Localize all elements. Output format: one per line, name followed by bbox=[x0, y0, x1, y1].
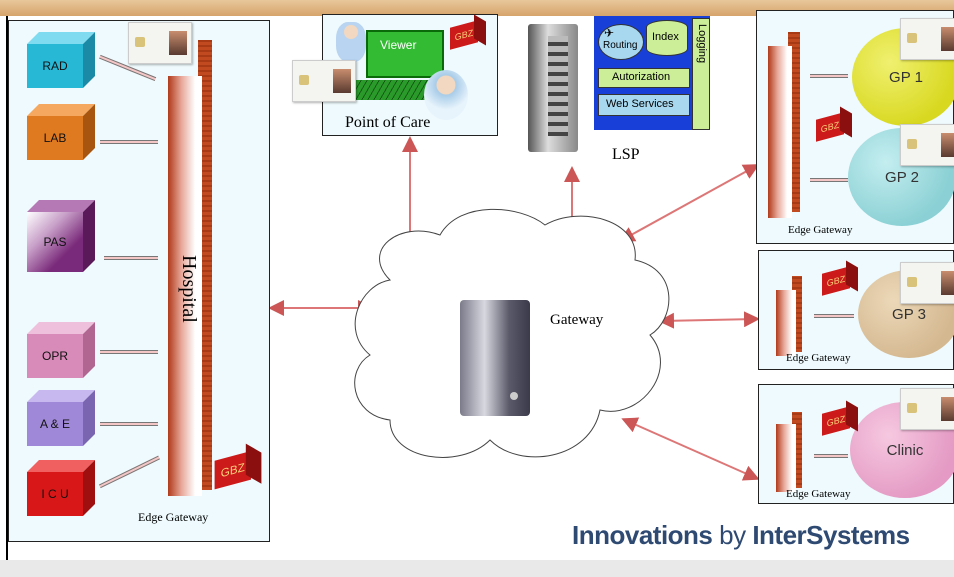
routing-icon: ✈ bbox=[604, 26, 615, 40]
ae-system: A & E bbox=[27, 390, 95, 446]
lsp-server-front bbox=[548, 36, 568, 136]
logging-label: Logging bbox=[696, 24, 708, 64]
brand-innovations: Innovations bbox=[572, 520, 713, 550]
gp2-link-arrow bbox=[804, 176, 854, 182]
web-services-box bbox=[598, 94, 690, 116]
pas-label: PAS bbox=[43, 235, 67, 249]
bottom-banner bbox=[0, 560, 954, 577]
hospital-gbz-device: GBZ bbox=[214, 443, 262, 490]
point-of-care-label: Point of Care bbox=[345, 114, 431, 131]
gateway-label: Gateway bbox=[550, 312, 604, 328]
routing-label: Routing bbox=[603, 40, 638, 51]
viewer-label: Viewer bbox=[380, 38, 417, 52]
hospital-edge-gateway-bus bbox=[168, 40, 214, 496]
gateway-server-light bbox=[510, 392, 518, 400]
lsp-label: LSP bbox=[612, 146, 640, 163]
top-banner bbox=[0, 0, 954, 16]
link-gp3-gateway bbox=[658, 311, 760, 329]
link-clinic-gateway bbox=[621, 417, 760, 481]
intersystems-branding: Innovations by InterSystems bbox=[572, 520, 910, 551]
clinic-gbz-device: GBZ bbox=[822, 400, 858, 436]
gp3-edge-gateway-label: Edge Gateway bbox=[786, 352, 851, 364]
pas-system: PAS bbox=[27, 200, 95, 272]
hospital-edge-gateway-label: Edge Gateway bbox=[138, 510, 209, 524]
clinic-edge-gateway-label: Edge Gateway bbox=[786, 488, 851, 500]
gp2-patient-card bbox=[900, 124, 954, 166]
gateway-server bbox=[460, 300, 530, 416]
logging-box bbox=[692, 18, 710, 130]
lab-link-arrow bbox=[94, 138, 164, 144]
gp1-patient-card bbox=[900, 18, 954, 60]
gp3-link-arrow bbox=[808, 312, 860, 318]
clinic-link-arrow bbox=[808, 452, 854, 458]
opr-system: OPR bbox=[27, 322, 95, 378]
rad-system: RAD bbox=[27, 32, 95, 88]
brand-intersystems: InterSystems bbox=[752, 520, 910, 550]
icu-system: I C U bbox=[27, 460, 95, 516]
opr-link-arrow bbox=[94, 348, 164, 354]
clinic-patient-card bbox=[900, 388, 954, 430]
index-db bbox=[646, 20, 688, 56]
routing-node bbox=[598, 24, 644, 60]
lab-system: LAB bbox=[27, 104, 95, 160]
authorization-box bbox=[598, 68, 690, 88]
gp3-gbz-device: GBZ bbox=[822, 260, 858, 296]
ae-link-arrow bbox=[94, 420, 164, 426]
lab-label: LAB bbox=[43, 131, 67, 145]
clinic-edge-gateway-bus bbox=[776, 412, 804, 492]
left-border bbox=[6, 16, 8, 566]
gp3-edge-gateway-bus bbox=[776, 276, 804, 356]
index-label: Index bbox=[652, 31, 679, 43]
rad-label: RAD bbox=[42, 59, 68, 73]
doctor-figure bbox=[424, 70, 468, 120]
gp3-patient-card bbox=[900, 262, 954, 304]
pas-link-arrow bbox=[98, 254, 164, 260]
gp-edge-gateway-bus bbox=[768, 32, 802, 218]
brand-by: by bbox=[712, 520, 753, 550]
link-gp-gateway bbox=[618, 164, 760, 242]
poc-patient-card bbox=[292, 60, 356, 102]
gp-gbz-device: GBZ bbox=[816, 106, 852, 142]
hospital-title: Hospital bbox=[178, 255, 200, 323]
hospital-patient-card bbox=[128, 22, 192, 64]
ae-label: A & E bbox=[39, 417, 71, 431]
opr-label: OPR bbox=[41, 349, 68, 363]
gp-edge-gateway-label: Edge Gateway bbox=[788, 224, 853, 236]
web-services-label: Web Services bbox=[606, 98, 674, 110]
gp1-link-arrow bbox=[804, 72, 854, 78]
authorization-label: Autorization bbox=[612, 71, 671, 83]
viewer-screen bbox=[366, 30, 444, 78]
icu-label: I C U bbox=[41, 487, 69, 501]
poc-gbz-device: GBZ bbox=[450, 14, 486, 50]
nurse-figure bbox=[336, 22, 366, 62]
